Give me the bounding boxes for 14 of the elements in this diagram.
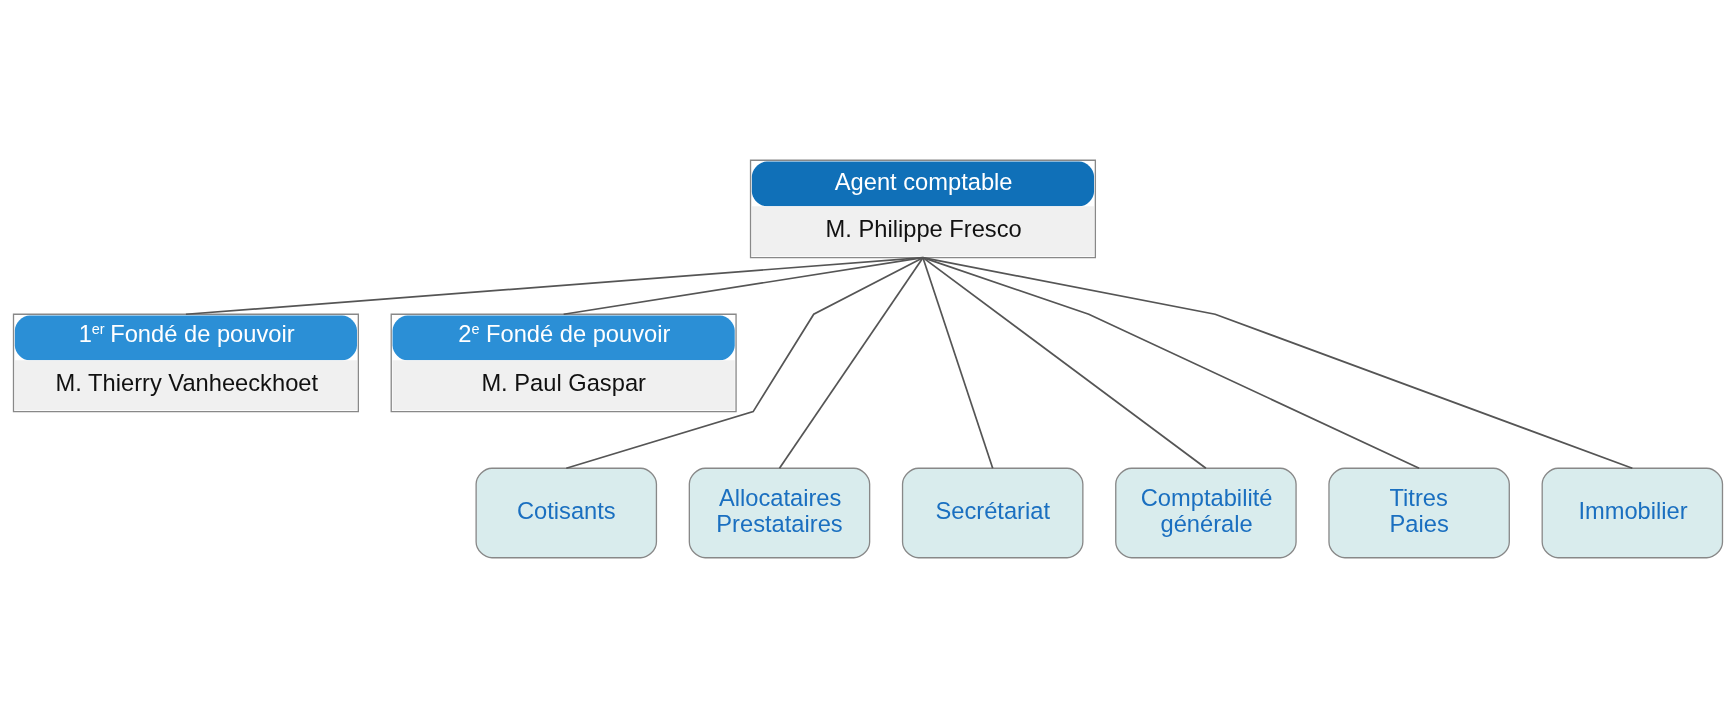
node-box: Allocataires Prestataires (688, 467, 871, 558)
node-box: Comptabilité générale (1115, 467, 1297, 558)
node-box: Immobilier (1541, 467, 1724, 558)
connector (922, 256, 1207, 469)
connector (922, 256, 1420, 469)
node-box: Secrétariat (901, 467, 1084, 558)
connector (565, 256, 924, 469)
node-box: Titres Paies (1328, 467, 1510, 558)
connector (922, 256, 1634, 469)
connector (562, 256, 924, 315)
node-box: Cotisants (475, 467, 658, 558)
connector (185, 256, 924, 315)
connector (922, 256, 994, 469)
connector (778, 256, 924, 469)
